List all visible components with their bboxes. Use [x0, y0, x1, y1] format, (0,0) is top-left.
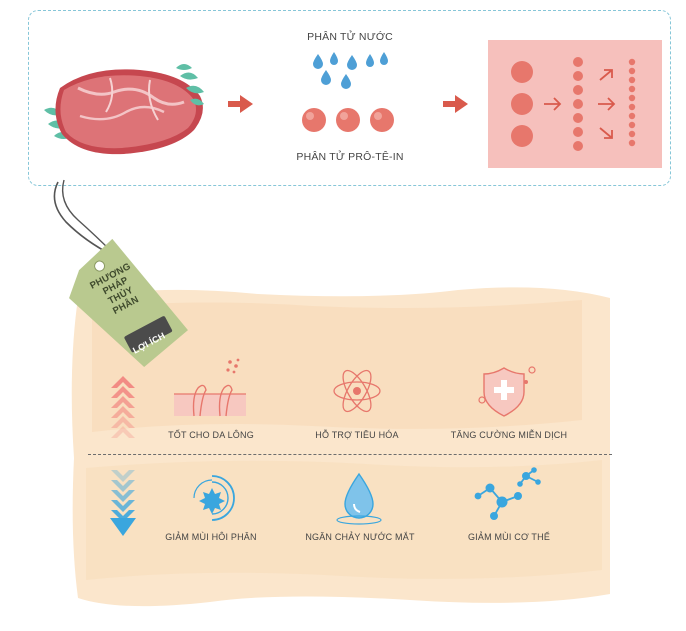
decrease-arrow-icon — [110, 470, 136, 536]
shield-cross-icon — [478, 366, 536, 417]
benefit-label-1: TỐT CHO DA LÔNG — [168, 430, 254, 440]
benefit-label-3: TĂNG CƯỜNG MIỄN DỊCH — [450, 430, 568, 440]
tag-string — [53, 179, 115, 257]
benefit-label-2: HỖ TRỢ TIÊU HÓA — [315, 430, 399, 440]
water-drops-icon — [313, 52, 388, 89]
process-panel — [28, 10, 671, 186]
arrow-right-icon — [228, 95, 253, 113]
water-molecule-label: PHÂN TỬ NƯỚC — [307, 31, 393, 43]
method-tag — [69, 238, 188, 367]
protein-molecule-label: PHÂN TỬ PRÔ-TÊ-IN — [296, 151, 404, 163]
reduction-label-3: GIẢM MÙI CƠ THỂ — [467, 532, 551, 542]
arrow-right-icon — [443, 95, 468, 113]
water-drop-icon — [336, 472, 382, 525]
molecule-icon — [474, 467, 541, 520]
benefits-background — [71, 287, 610, 607]
meat-icon — [44, 64, 204, 155]
reduction-label-1: GIẢM MÙI HÔI PHÂN — [165, 532, 257, 542]
skin-icon — [174, 358, 246, 417]
protein-molecules-icon — [302, 108, 394, 132]
reduction-label-2: NGĂN CHẢY NƯỚC MẮT — [305, 532, 415, 542]
increase-arrow-icon — [111, 376, 135, 438]
section-divider — [88, 454, 612, 455]
atom-icon — [333, 369, 381, 413]
odor-burst-icon — [193, 475, 235, 521]
hydrolysis-result-box — [488, 40, 662, 168]
